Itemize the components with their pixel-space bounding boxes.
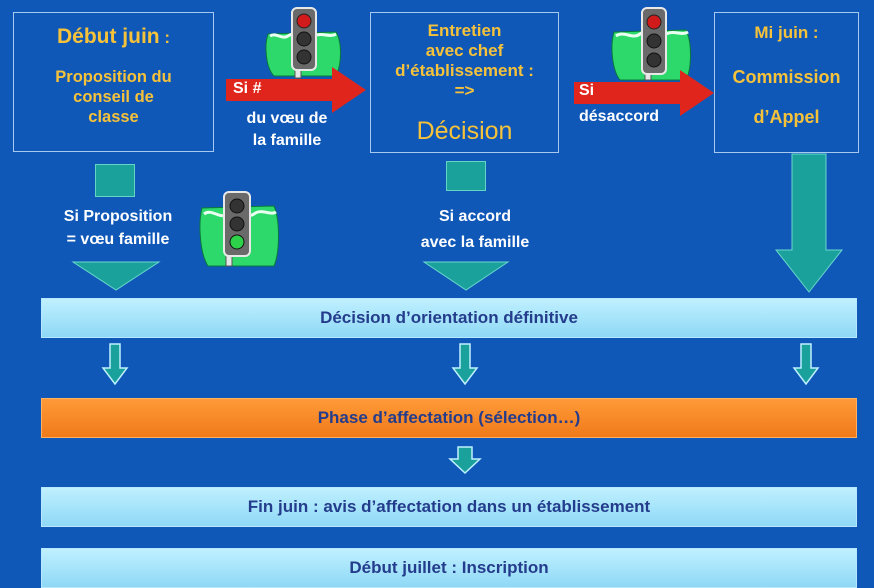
condition-1-line1: Si Proposition (63, 208, 173, 225)
arrow1-tag: Si # (233, 80, 262, 97)
step-entretien-line1: Entretien (427, 21, 502, 40)
step-debut-juin-line1: Proposition du (55, 68, 172, 86)
step-entretien-line2: avec chef (425, 41, 504, 60)
arrow2-caption: désaccord (579, 108, 660, 125)
bar-fin-juin: Fin juin : avis d’affectation dans un ét… (41, 487, 857, 527)
red-arrow-1 (226, 67, 366, 113)
down-arrow-3 (774, 153, 844, 293)
bar-phase-affectation: Phase d’affectation (sélection…) (41, 398, 857, 438)
condition-1-line2: = vœu famille (66, 231, 170, 248)
step-mi-juin-line2: Commission (732, 67, 841, 87)
condition-2-line2: avec la famille (420, 234, 530, 251)
small-down-arrow-1 (101, 343, 129, 386)
step-debut-juin: Début juin : Proposition du conseil de c… (13, 12, 214, 152)
step-entretien-line4: => (454, 81, 475, 100)
connector-square-1 (95, 164, 135, 197)
bar-decision-orientation: Décision d’orientation définitive (41, 298, 857, 338)
condition-2-line1: Si accord (438, 208, 512, 225)
small-down-arrow-3 (792, 343, 820, 386)
bar-debut-juillet: Début juillet : Inscription (41, 548, 857, 588)
step-debut-juin-title: Début juin (56, 25, 160, 48)
step-entretien-line3: d’établissement : (395, 61, 534, 80)
step-debut-juin-line3: classe (88, 108, 139, 126)
arrow1-caption-line2: la famille (252, 132, 322, 149)
step-debut-juin-colon: : (159, 28, 171, 47)
step-debut-juin-line2: conseil de (73, 88, 154, 106)
traffic-light-red-icon (265, 7, 341, 79)
traffic-light-green-icon (199, 191, 279, 267)
step-entretien-decision: Décision (416, 117, 513, 145)
small-down-arrow-4 (448, 446, 482, 475)
step-mi-juin-line3: d’Appel (753, 107, 820, 127)
down-arrow-2 (422, 261, 510, 291)
arrow2-tag: Si (579, 82, 595, 99)
step-mi-juin-line1: Mi juin : (754, 23, 819, 42)
step-entretien: Entretien avec chef d’établissement : =>… (370, 12, 559, 153)
connector-square-2 (446, 161, 486, 191)
down-arrow-1 (71, 261, 161, 291)
small-down-arrow-2 (451, 343, 479, 386)
traffic-light-red-icon-2 (611, 7, 691, 81)
step-mi-juin: Mi juin : Commission d’Appel (714, 12, 859, 153)
red-arrow-2 (574, 70, 714, 116)
arrow1-caption-line1: du vœu de (246, 110, 328, 127)
